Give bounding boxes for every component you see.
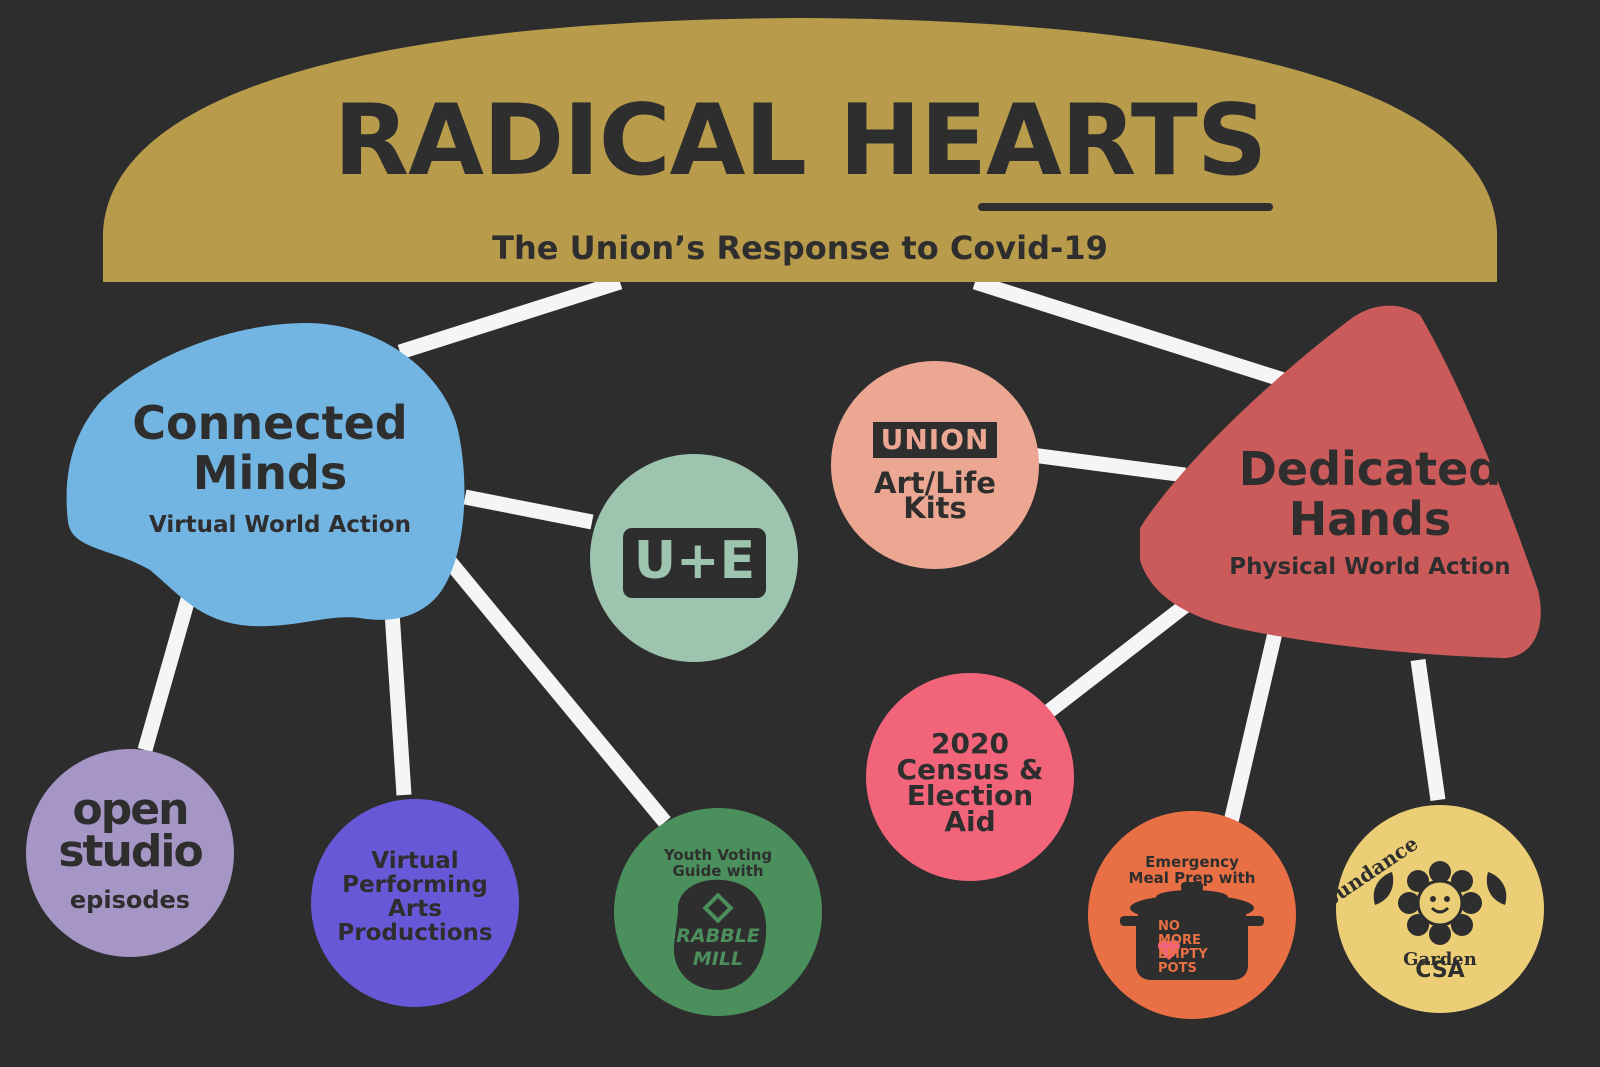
cooking-pot-icon xyxy=(1120,882,1264,980)
virtual-performing-line2: Performing xyxy=(342,872,488,898)
virtual-branch-title-line2: Minds xyxy=(192,446,348,500)
no-more-empty-pots-line4: POTS xyxy=(1158,961,1197,976)
census-line4: Aid xyxy=(944,805,996,838)
ue-logo-box xyxy=(623,528,766,598)
title-part2: ARTS xyxy=(986,84,1267,198)
connector-virtual-open-studio xyxy=(137,589,198,753)
meal-prep-line2: Meal Prep with xyxy=(1128,869,1256,887)
physical-branch-title-line1: Dedicated xyxy=(1238,442,1502,496)
youth-voting-line1: Youth Voting xyxy=(663,846,773,864)
union-logo-box xyxy=(873,422,997,458)
connected-minds-shape xyxy=(66,322,465,627)
node-circles xyxy=(26,361,1544,1019)
no-more-empty-pots-line1: NO xyxy=(1158,919,1180,934)
open-studio-circle xyxy=(26,749,234,957)
no-more-empty-pots-line2: MORE xyxy=(1158,933,1201,948)
union-logo: UNION xyxy=(880,423,990,456)
header-banner xyxy=(103,18,1497,282)
ue-logo: U+E xyxy=(633,531,756,591)
flower-mascot-icon xyxy=(1398,861,1482,945)
connector-physical-census xyxy=(1043,582,1213,718)
virtual-performing-line3: Arts xyxy=(388,896,442,922)
rabble-mill-logo-line1: RABBLE xyxy=(676,925,760,947)
physical-branch-subtitle: Physical World Action xyxy=(1229,554,1511,580)
connectors xyxy=(137,274,1446,828)
union-kits-line2: Kits xyxy=(903,491,967,525)
virtual-performing-line4: Productions xyxy=(337,920,493,946)
census-circle xyxy=(866,673,1074,881)
virtual-performing-line1: Virtual xyxy=(371,848,459,874)
rabble-mill-logo xyxy=(673,879,767,990)
connector-physical-kits xyxy=(1031,447,1186,483)
open-studio-logo-line2: studio xyxy=(58,826,203,877)
open-studio-label: episodes xyxy=(69,886,191,914)
abundance-csa-label: CSA xyxy=(1415,958,1465,983)
connector-header-physical xyxy=(972,274,1293,390)
meal-prep-line1: Emergency xyxy=(1145,853,1239,871)
connector-virtual-ue xyxy=(463,489,594,530)
census-line3: Election xyxy=(906,779,1034,812)
census-line1: 2020 xyxy=(931,727,1009,760)
abundance-arc-bottom: Garden xyxy=(1403,949,1477,970)
connector-header-virtual xyxy=(397,274,623,360)
connector-virtual-performing xyxy=(384,611,412,796)
heart-icon xyxy=(1158,940,1180,960)
rabble-mill-logo-line2: MILL xyxy=(692,948,744,970)
title-underline xyxy=(978,203,1273,211)
title-part1: RADICAL HE xyxy=(333,84,987,198)
union-kits-circle xyxy=(831,361,1039,569)
page-subtitle: The Union’s Response to Covid-19 xyxy=(492,229,1108,267)
virtual-branch-title-line1: Connected xyxy=(132,396,408,450)
census-line2: Census & xyxy=(896,753,1044,786)
union-kits-line1: Art/Life xyxy=(874,466,996,500)
connector-physical-meal xyxy=(1222,618,1286,828)
connector-virtual-youth xyxy=(444,557,671,827)
leaf-icon xyxy=(1486,872,1507,905)
leaf-icon xyxy=(1373,872,1394,905)
dedicated-hands-shape xyxy=(1140,305,1541,659)
open-studio-logo-line1: open xyxy=(72,784,190,835)
no-more-empty-pots-line3: EMPTY xyxy=(1158,947,1208,962)
virtual-performing-circle xyxy=(311,799,519,1007)
physical-branch-title-line2: Hands xyxy=(1288,492,1452,546)
page-title: RADICAL HEARTS xyxy=(300,92,1300,190)
connector-physical-abundance xyxy=(1410,658,1446,802)
virtual-branch-subtitle: Virtual World Action xyxy=(149,512,411,538)
youth-voting-line2: Guide with xyxy=(672,862,764,880)
